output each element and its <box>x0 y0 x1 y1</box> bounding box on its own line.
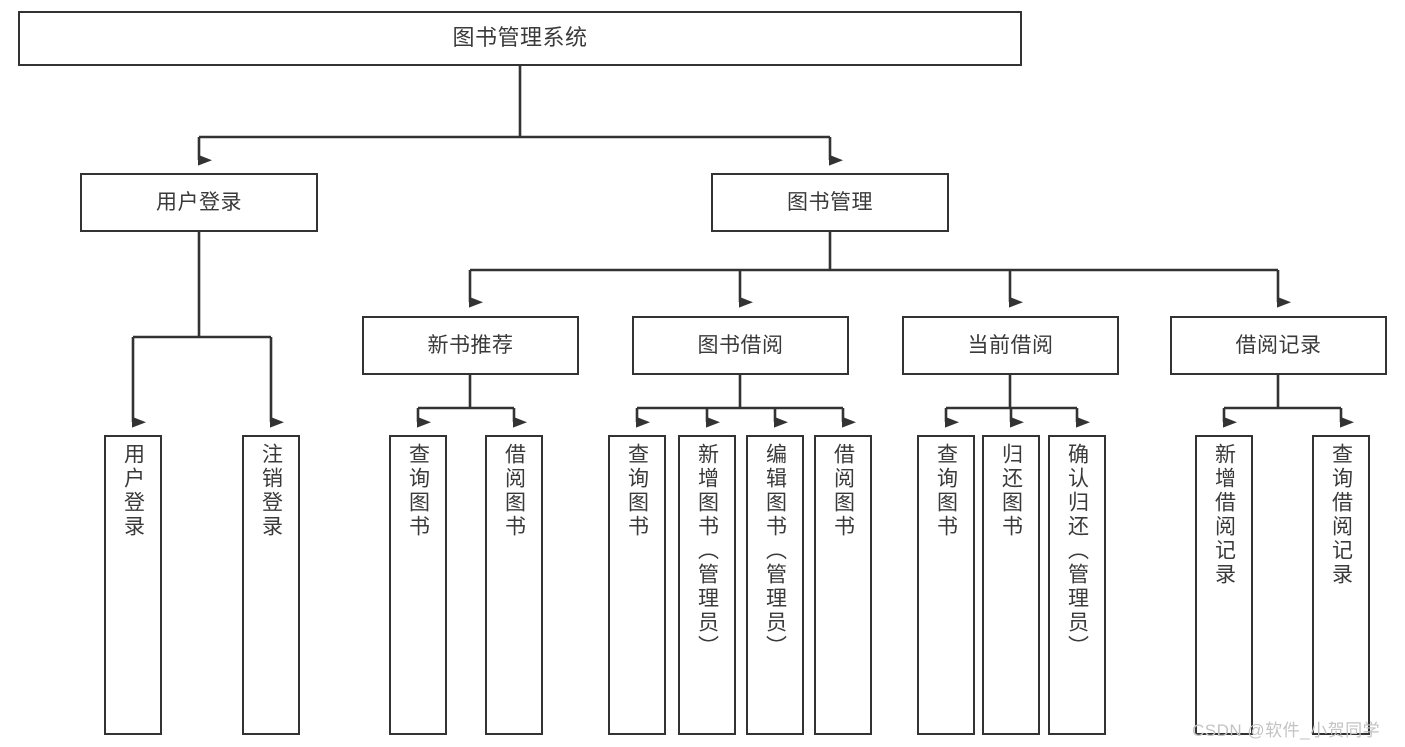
node-label: 借阅记录 <box>1235 333 1322 357</box>
node-book-management[interactable]: 图书管理 <box>711 173 949 232</box>
leaf-borrow-record-query[interactable]: 查询借阅记录 <box>1312 435 1370 735</box>
leaf-book-borrow-query[interactable]: 查询图书 <box>608 435 666 735</box>
node-label: 查询借阅记录 <box>1329 443 1353 587</box>
node-label: 用户登录 <box>156 190 242 214</box>
node-label: 注销登录 <box>259 443 283 539</box>
node-label: 图书管理系统 <box>452 25 588 51</box>
leaf-current-borrow-confirm[interactable]: 确认归还（管理员） <box>1048 435 1106 735</box>
node-label: 新增图书（管理员） <box>695 443 719 659</box>
node-borrow-record[interactable]: 借阅记录 <box>1170 316 1387 375</box>
node-root-system[interactable]: 图书管理系统 <box>18 11 1022 66</box>
node-label: 新增借阅记录 <box>1212 443 1236 587</box>
node-label: 借阅图书 <box>502 443 526 539</box>
leaf-borrow-record-add[interactable]: 新增借阅记录 <box>1195 435 1253 735</box>
node-book-borrow[interactable]: 图书借阅 <box>632 316 849 375</box>
node-user-login[interactable]: 用户登录 <box>80 173 318 232</box>
node-label: 用户登录 <box>121 443 145 539</box>
node-label: 图书管理 <box>787 190 873 214</box>
leaf-book-borrow-add[interactable]: 新增图书（管理员） <box>678 435 736 735</box>
node-label: 借阅图书 <box>831 443 855 539</box>
leaf-current-borrow-return[interactable]: 归还图书 <box>982 435 1040 735</box>
leaf-new-book-borrow[interactable]: 借阅图书 <box>485 435 543 735</box>
leaf-user-login-logout[interactable]: 注销登录 <box>242 435 300 735</box>
leaf-new-book-query[interactable]: 查询图书 <box>389 435 447 735</box>
node-label: 查询图书 <box>625 443 649 539</box>
node-label: 查询图书 <box>934 443 958 539</box>
leaf-current-borrow-query[interactable]: 查询图书 <box>917 435 975 735</box>
node-label: 归还图书 <box>999 443 1023 539</box>
node-label: 新书推荐 <box>427 333 514 357</box>
node-label: 查询图书 <box>406 443 430 539</box>
leaf-book-borrow-edit[interactable]: 编辑图书（管理员） <box>746 435 804 735</box>
node-current-borrow[interactable]: 当前借阅 <box>902 316 1119 375</box>
node-label: 图书借阅 <box>697 333 784 357</box>
leaf-user-login-login[interactable]: 用户登录 <box>104 435 162 735</box>
node-label: 编辑图书（管理员） <box>763 443 787 659</box>
leaf-book-borrow-borrow[interactable]: 借阅图书 <box>814 435 872 735</box>
csdn-watermark: CSDN @软件_小贺同学 <box>1192 721 1381 740</box>
node-label: 当前借阅 <box>967 333 1054 357</box>
node-new-book-recommend[interactable]: 新书推荐 <box>362 316 579 375</box>
node-label: 确认归还（管理员） <box>1065 443 1089 659</box>
